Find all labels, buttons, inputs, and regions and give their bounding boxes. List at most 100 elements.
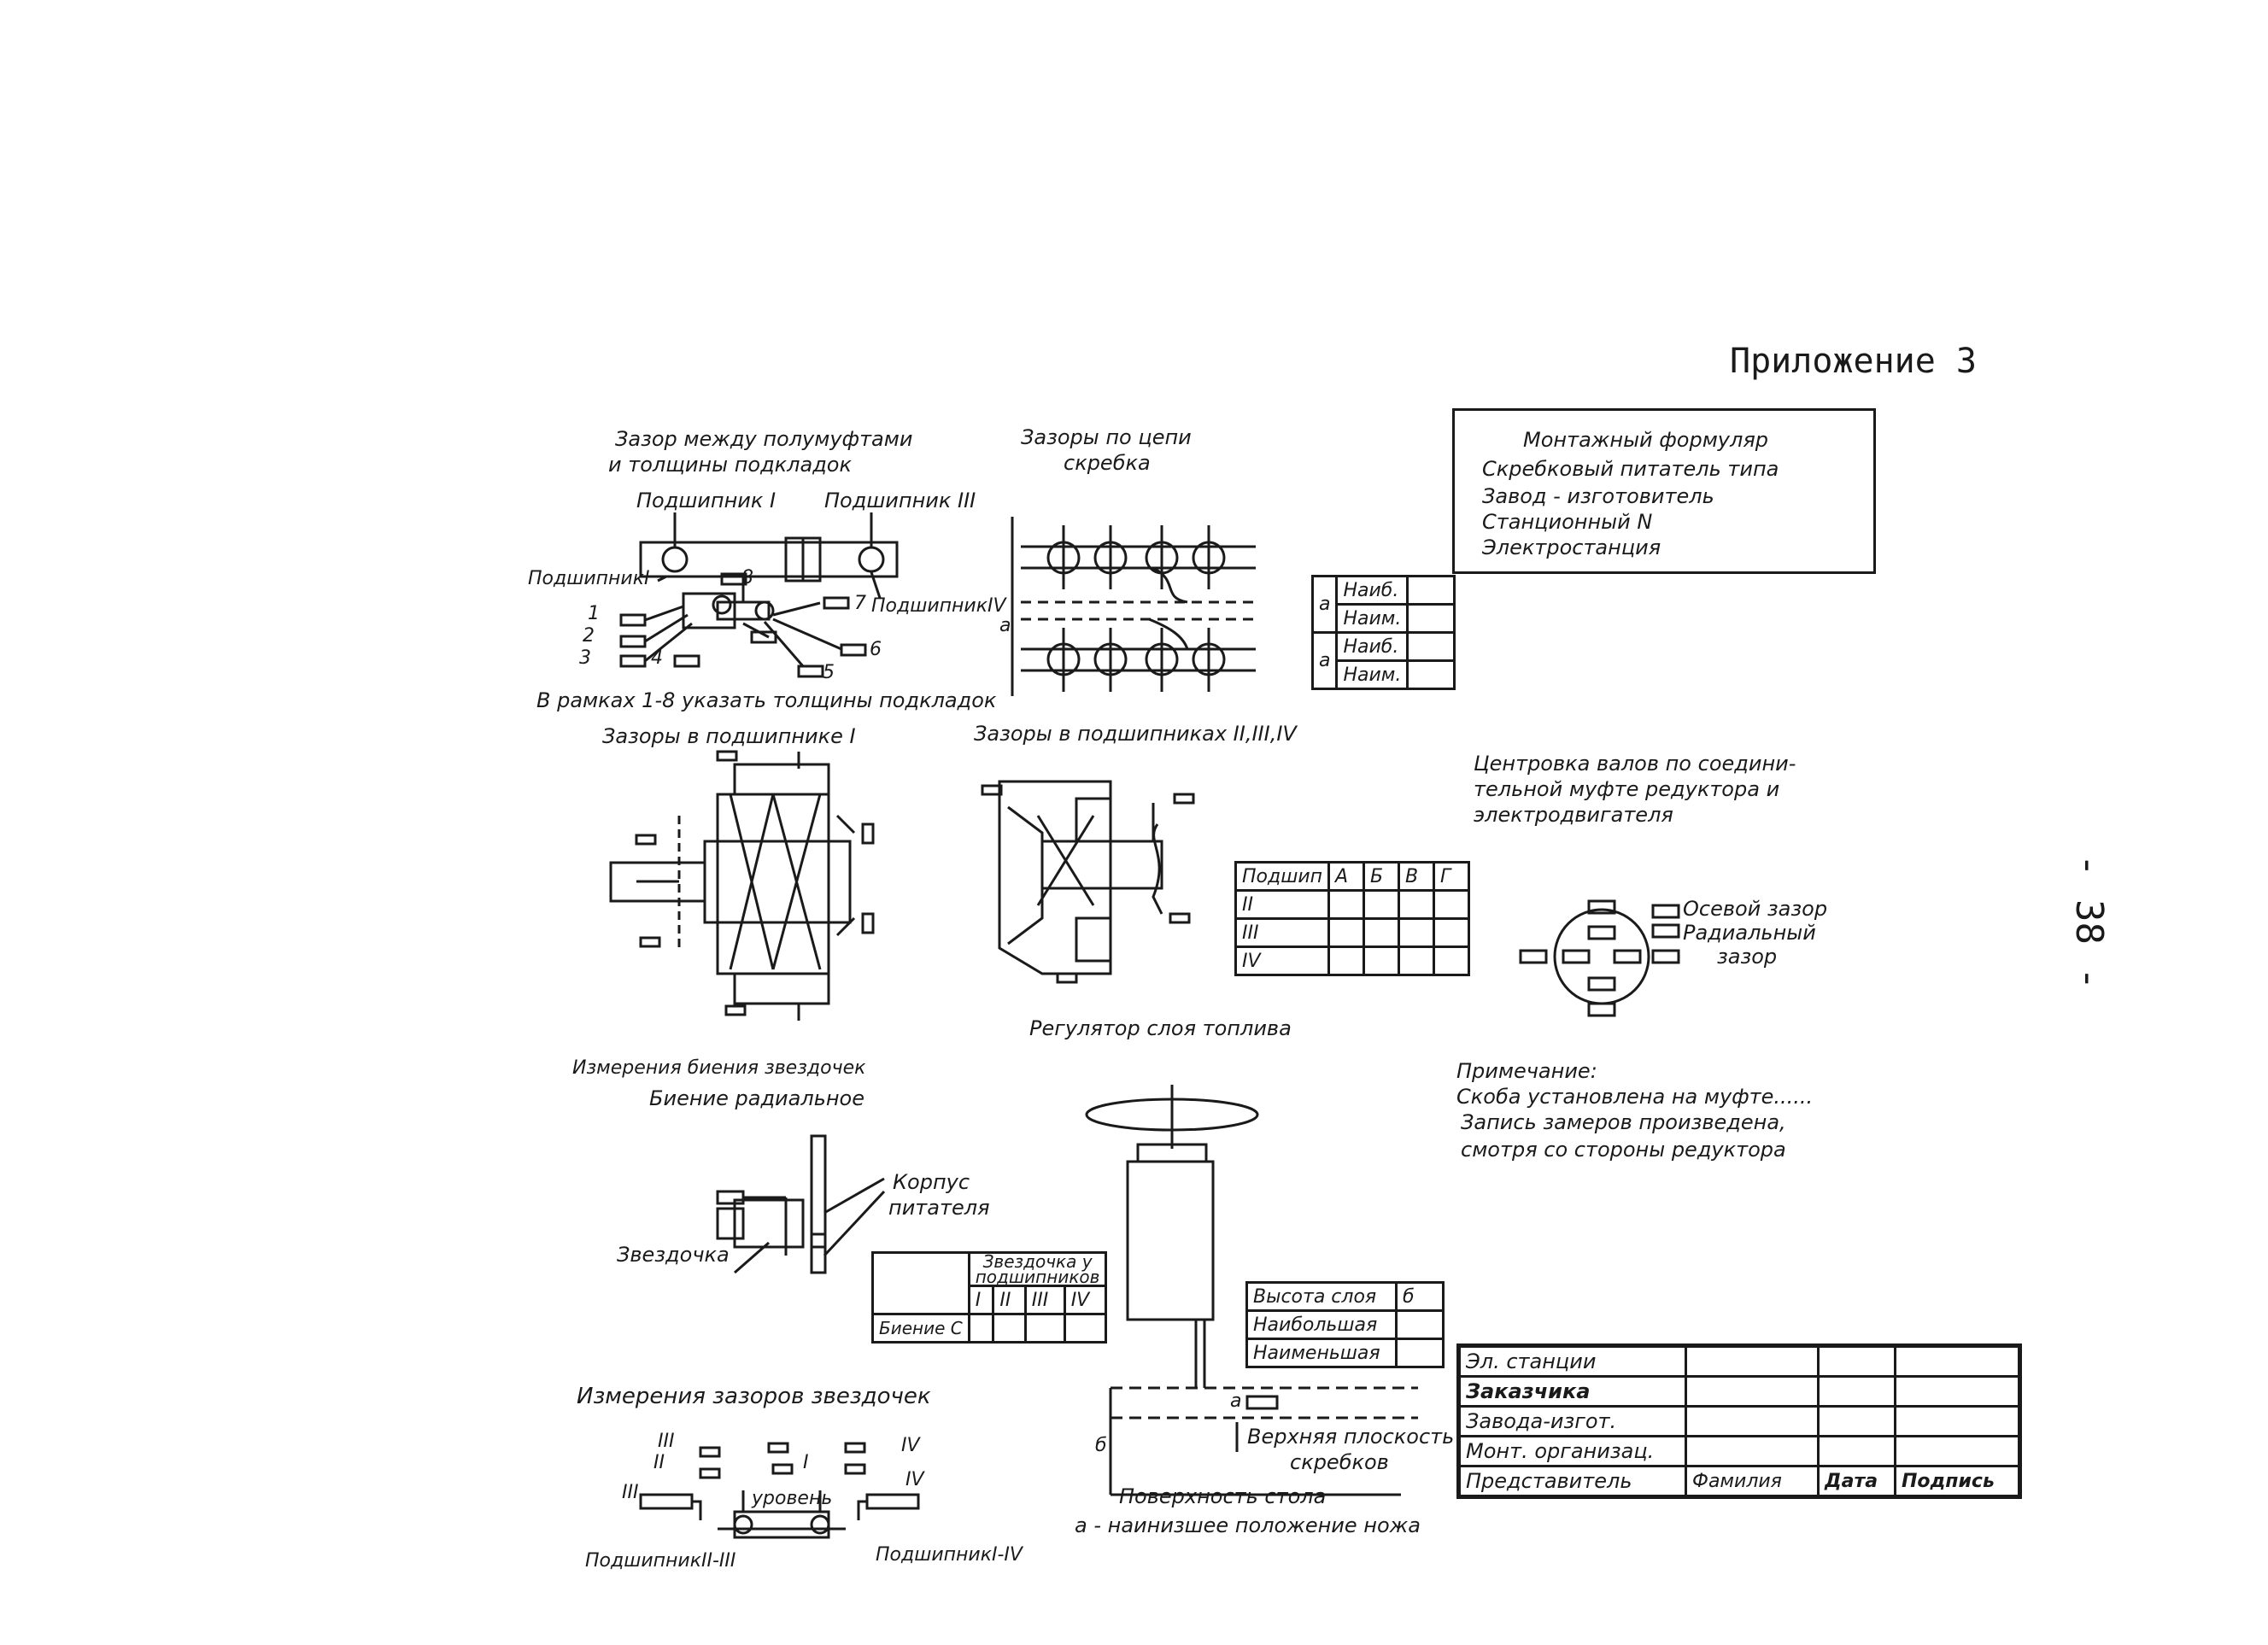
sg-I: I [803,1452,809,1473]
chain-cell[interactable] [1406,603,1456,634]
bearing-row-label: IV [1234,945,1331,976]
chain-cell[interactable] [1406,631,1456,662]
runout-col: II [992,1285,1027,1315]
chain-title-2: скребка [1064,451,1151,475]
sprocket-gaps-title: Измерения зазоров звездочек [577,1384,931,1409]
sg-II: II [653,1452,665,1473]
runout-drawing [716,1134,886,1274]
runout-col: I [967,1285,995,1315]
coupling-n8: 8 [741,567,753,588]
bearing-other-drawing [981,780,1195,984]
coupling-title-2: и толщины подкладок [608,453,852,477]
note-line-2: Запись замеров произведена, [1461,1110,1786,1134]
signoff-row: Монт. организац. [1457,1435,1687,1467]
chain-label-a: а [999,615,1011,636]
sg-III-left: III [622,1482,639,1503]
centering-radial-2: зазор [1717,945,1778,969]
runout-subtitle: Биение радиальное [649,1086,864,1110]
runout-head-2: подшипников [975,1267,1100,1287]
bearing-table-head: А [1327,861,1366,892]
signoff-footer: Подпись [1894,1465,2021,1498]
knife-upper: Верхняя плоскость [1247,1425,1455,1449]
sg-III: III [658,1431,675,1452]
centering-axial: Осевой зазор [1683,897,1828,921]
chain-max-2: Наиб. [1335,631,1409,662]
formular-line-3: Завод - изготовитель [1482,484,1714,508]
bearing-table-head: В [1398,861,1436,892]
bearing-i-title: Зазоры в подшипнике I [602,724,856,748]
coupling-note: В рамках 1-8 указать толщины подкладок [536,688,997,712]
centering-radial-1: Радиальный [1683,921,1816,945]
knife-surface: Поверхность стола [1119,1484,1327,1508]
note-line-1: Скоба установлена на муфте...... [1456,1085,1814,1109]
bearing-table-head: Б [1363,861,1401,892]
knife-upper-2: скребков [1290,1450,1389,1474]
layer-height: Высота слоя [1245,1281,1398,1312]
runout-sprocket: Звездочка [617,1243,730,1267]
centering-drawing [1519,899,1680,1017]
formular-line-5: Электростанция [1482,536,1661,559]
runout-housing-2: питателя [888,1196,990,1220]
bearing-table-head: Г [1433,861,1471,892]
page-number: - 38 - [2067,854,2111,990]
runout-col: III [1023,1285,1066,1315]
bearing-row-label: III [1234,917,1331,948]
bearing-gap-table: Подшип А Б В Г II III IV [1234,861,1471,976]
formular-line-2: Скребковый питатель типа [1482,457,1779,481]
knife-b: б [1095,1435,1107,1456]
chain-min-1: Наим. [1335,603,1409,634]
bearing-table-head: Подшип [1234,861,1331,892]
bearing-i-drawing [609,750,875,1021]
bearing-row-label: II [1234,889,1331,920]
chain-key-1: а [1310,575,1339,634]
layer-max: Наибольшая [1245,1309,1398,1340]
signoff-row: Заказчика [1457,1375,1687,1408]
layer-min: Наименьшая [1245,1338,1398,1368]
signoff-footer: Дата [1817,1465,1896,1498]
runout-title: Измерения биения звездочек [572,1057,866,1079]
runout-col: IV [1063,1285,1108,1315]
coupling-n4: 4 [651,647,663,669]
runout-table: Звездочка у подшипников I II III IV Биен… [871,1251,1108,1344]
runout-head-1: Звездочка у [982,1251,1093,1272]
signoff-footer: Фамилия [1685,1465,1820,1498]
coupling-title-1: Зазор между полумуфтами [615,427,913,451]
chain-max-1: Наиб. [1335,575,1409,606]
note-title: Примечание: [1456,1059,1597,1083]
chain-key-2: а [1310,631,1339,690]
coupling-bearing-3: Подшипник III [824,489,976,512]
coupling-n6: 6 [870,639,882,660]
centering-title-2: тельной муфте редуктора и [1474,777,1780,801]
signoff-row: Завода-изгот. [1457,1405,1687,1437]
sprocket-gaps-drawing [639,1442,920,1539]
centering-title-1: Центровка валов по соедини- [1474,752,1796,776]
formular-line-1: Монтажный формуляр [1523,428,1769,452]
runout-row-label: Биение С [871,1313,970,1344]
chain-drawing [1011,517,1256,696]
appendix-label: Приложение 3 [1730,342,1977,381]
knife-a: а [1230,1390,1242,1412]
centering-title-3: электродвигателя [1474,803,1673,827]
coupling-bearing-4: ПодшипникIV [871,595,1006,617]
layer-unit: б [1395,1281,1445,1312]
signoff-table: Эл. станции Заказчика Завода-изгот. Монт… [1456,1344,2022,1499]
formular-line-4: Станционный N [1482,510,1653,534]
sg-level: уровень [752,1488,833,1509]
coupling-drawing [619,512,899,678]
runout-housing-1: Корпус [893,1170,970,1194]
chain-cell[interactable] [1406,659,1456,690]
chain-min-2: Наим. [1335,659,1409,690]
bearing-other-title: Зазоры в подшипниках II,III,IV [974,722,1297,746]
chain-cell[interactable] [1406,575,1456,606]
coupling-bearing-1-side: ПодшипникI [528,568,650,589]
coupling-n2: 2 [583,625,595,647]
sg-bearing-2-3: ПодшипникII-III [585,1550,736,1572]
signoff-row: Представитель [1457,1465,1687,1498]
coupling-n5: 5 [823,662,835,683]
sg-IV-right: IV [905,1469,924,1490]
signoff-row: Эл. станции [1457,1344,1687,1378]
regulator-drawing [1085,1085,1418,1496]
